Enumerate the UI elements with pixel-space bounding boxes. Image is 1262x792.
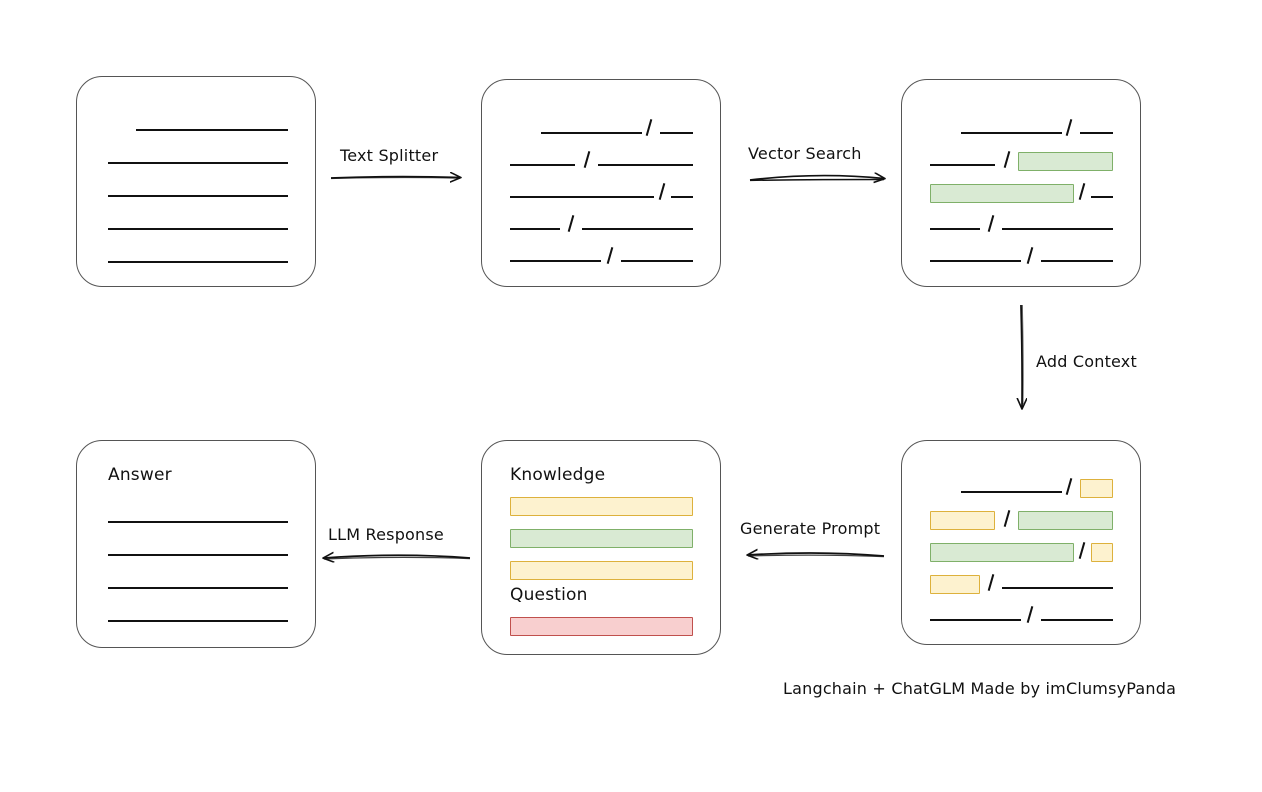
arrow-text-splitter bbox=[330, 177, 460, 179]
highlight-yellow bbox=[1091, 543, 1113, 562]
knowledge-label: Knowledge bbox=[510, 465, 606, 485]
card-answer[interactable]: Answer bbox=[76, 440, 316, 648]
chunk-row bbox=[510, 119, 693, 136]
answer-line bbox=[108, 509, 288, 523]
arrow-generate-prompt bbox=[748, 553, 885, 557]
highlight-yellow bbox=[1080, 479, 1113, 498]
answer-line bbox=[108, 575, 288, 589]
card-source-document[interactable] bbox=[76, 76, 316, 287]
card-context-chunks[interactable] bbox=[901, 440, 1141, 645]
answer-line bbox=[108, 542, 288, 556]
chunk-row-context bbox=[930, 574, 1113, 594]
arrow-llm-response bbox=[324, 555, 471, 559]
chunk-row bbox=[930, 247, 1113, 264]
arrow-label-llm-response: LLM Response bbox=[328, 525, 444, 544]
chunk-row bbox=[510, 183, 693, 200]
question-label: Question bbox=[510, 585, 588, 605]
chunk-row bbox=[930, 119, 1113, 136]
doc-line bbox=[108, 117, 288, 131]
arrow-label-add-context: Add Context bbox=[1036, 352, 1137, 371]
highlight-yellow bbox=[930, 511, 995, 530]
question-bar-red bbox=[510, 617, 693, 636]
highlight-green bbox=[1018, 511, 1113, 530]
chunk-row bbox=[930, 215, 1113, 232]
footer-credit: Langchain + ChatGLM Made by imClumsyPand… bbox=[783, 679, 1177, 698]
knowledge-bar-green-1 bbox=[510, 529, 693, 548]
knowledge-bar-yellow-2 bbox=[510, 561, 693, 580]
arrow-label-text-splitter: Text Splitter bbox=[340, 146, 439, 165]
arrow-vector-search bbox=[749, 176, 884, 181]
arrow-label-generate-prompt: Generate Prompt bbox=[740, 519, 881, 538]
arrow-label-vector-search: Vector Search bbox=[748, 144, 862, 163]
doc-line bbox=[108, 249, 288, 263]
arrow-add-context bbox=[1021, 304, 1023, 408]
answer-label: Answer bbox=[108, 465, 172, 485]
answer-line bbox=[108, 608, 288, 622]
doc-line bbox=[108, 216, 288, 230]
chunk-row bbox=[930, 606, 1113, 623]
chunk-row-matched bbox=[930, 151, 1113, 171]
card-prompt[interactable]: Knowledge Question bbox=[481, 440, 721, 655]
chunk-row-context bbox=[930, 542, 1113, 562]
highlight-green bbox=[1018, 152, 1113, 171]
card-matched-chunks[interactable] bbox=[901, 79, 1141, 287]
chunk-row bbox=[510, 215, 693, 232]
doc-line bbox=[108, 183, 288, 197]
chunk-row bbox=[510, 247, 693, 264]
chunk-row-context bbox=[930, 478, 1113, 498]
highlight-green bbox=[930, 184, 1074, 203]
highlight-green bbox=[930, 543, 1074, 562]
card-split-chunks[interactable] bbox=[481, 79, 721, 287]
knowledge-bar-yellow-1 bbox=[510, 497, 693, 516]
doc-line bbox=[108, 150, 288, 164]
chunk-row-context bbox=[930, 510, 1113, 530]
chunk-row bbox=[510, 151, 693, 168]
chunk-row-matched bbox=[930, 183, 1113, 203]
highlight-yellow bbox=[930, 575, 980, 594]
